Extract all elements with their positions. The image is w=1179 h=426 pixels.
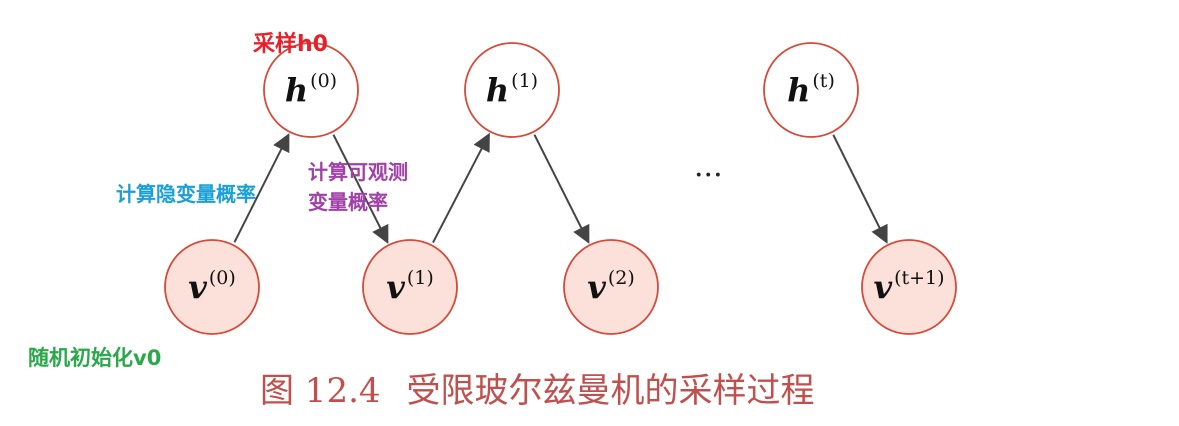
node-circle-ht — [763, 42, 859, 138]
node-ht: h(t) — [763, 42, 859, 138]
node-var-v0: v — [188, 268, 207, 306]
caption-title: 受限玻尔兹曼机的采样过程 — [406, 371, 815, 411]
node-label-v2: v(2) — [587, 267, 635, 306]
node-sup-h1: (1) — [511, 70, 538, 92]
node-sup-v1: (1) — [407, 267, 434, 289]
node-h0: h(0) — [263, 42, 359, 138]
node-circle-vt1 — [861, 239, 957, 335]
node-sup-vt1: (t+1) — [894, 267, 944, 289]
node-sup-v0: (0) — [209, 267, 236, 289]
node-v0: v(0) — [164, 239, 260, 335]
node-circle-v0 — [164, 239, 260, 335]
node-label-v0: v(0) — [188, 267, 236, 306]
node-circle-h1 — [464, 42, 560, 138]
edge-h0-to-v1 — [332, 134, 389, 244]
node-var-v1: v — [386, 268, 405, 306]
nodes: h(0)h(1)h(t)v(0)v(1)v(2)v(t+1) — [164, 42, 957, 335]
node-var-ht: h — [787, 71, 810, 109]
node-h1: h(1) — [464, 42, 560, 138]
edge-h1-to-v2 — [533, 134, 590, 244]
annotation-sample-h0: 采样h0 — [253, 32, 328, 57]
node-sup-h0: (0) — [310, 70, 337, 92]
node-circle-h0 — [263, 42, 359, 138]
annotation-compute-hidden: 计算隐变量概率 — [116, 182, 256, 206]
annotation-compute-visible: 计算可观测 变量概率 — [308, 157, 408, 217]
node-circle-v2 — [563, 239, 659, 335]
node-sup-ht: (t) — [812, 70, 834, 92]
node-label-h0: h(0) — [285, 70, 337, 109]
node-label-vt1: v(t+1) — [873, 267, 944, 306]
annotation-compute-visible-line2: 变量概率 — [308, 190, 388, 214]
edge-v1-to-h1 — [432, 132, 490, 244]
node-v2: v(2) — [563, 239, 659, 335]
annotation-compute-visible-line1: 计算可观测 — [308, 160, 408, 184]
ellipsis: ··· — [694, 158, 723, 193]
node-v1: v(1) — [362, 239, 458, 335]
edge-ht-to-vt1 — [832, 134, 888, 244]
node-sup-v2: (2) — [608, 267, 635, 289]
node-var-h0: h — [285, 71, 308, 109]
node-var-v2: v — [587, 268, 606, 306]
node-var-vt1: v — [873, 268, 892, 306]
figure-caption: 图 12.4 受限玻尔兹曼机的采样过程 — [260, 363, 815, 412]
node-label-ht: h(t) — [787, 70, 835, 109]
node-label-h1: h(1) — [486, 70, 538, 109]
edges — [233, 132, 888, 244]
node-circle-v1 — [362, 239, 458, 335]
node-label-v1: v(1) — [386, 267, 434, 306]
node-vt1: v(t+1) — [861, 239, 957, 335]
edge-v0-to-h0 — [233, 133, 290, 243]
caption-number: 图 12.4 — [260, 371, 381, 411]
annotation-random-init: 随机初始化v0 — [28, 346, 162, 370]
node-var-h1: h — [486, 71, 509, 109]
